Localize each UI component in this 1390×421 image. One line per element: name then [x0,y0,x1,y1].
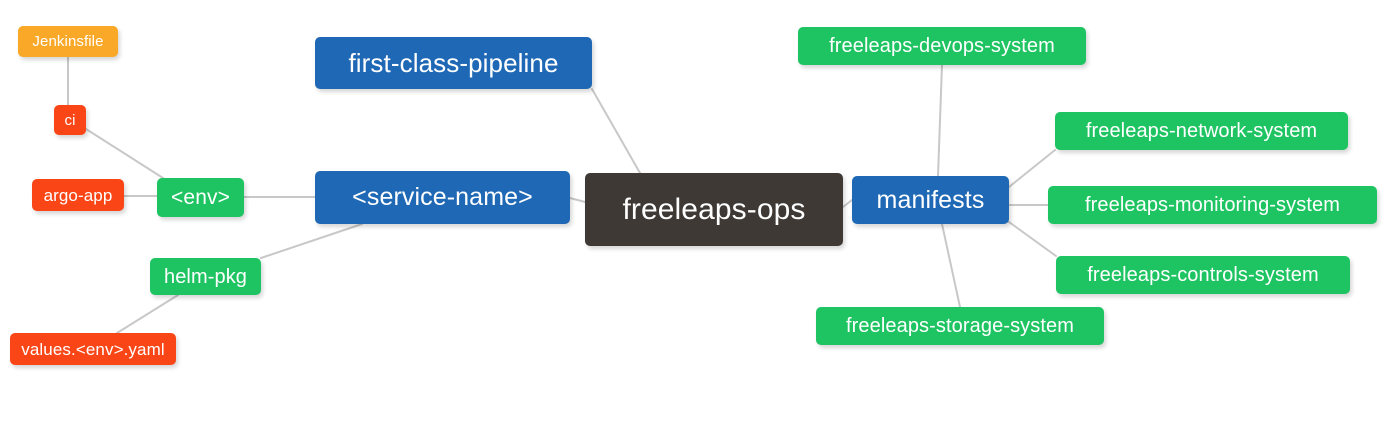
mindmap-node-jenkinsfile[interactable]: Jenkinsfile [18,26,118,57]
node-label-ci: ci [64,111,76,129]
node-label-controls-system: freeleaps-controls-system [1087,264,1319,286]
edge-helm-pkg-to-values-yaml [116,294,179,334]
edge-manifests-to-devops-system [937,64,943,177]
mindmap-node-values-yaml[interactable]: values.<env>.yaml [10,333,176,365]
mindmap-node-controls-system[interactable]: freeleaps-controls-system [1056,256,1350,294]
mindmap-node-manifests[interactable]: manifests [852,176,1009,224]
edge-root-to-pipeline [591,88,641,174]
node-label-pipeline: first-class-pipeline [348,48,559,78]
edge-env-to-ci [85,128,164,179]
mindmap-node-monitoring-system[interactable]: freeleaps-monitoring-system [1048,186,1377,224]
node-label-env: <env> [171,186,230,209]
node-label-network-system: freeleaps-network-system [1085,120,1318,142]
node-label-jenkinsfile: Jenkinsfile [32,33,104,50]
mindmap-node-root[interactable]: freeleaps-ops [585,173,843,246]
node-label-values-yaml: values.<env>.yaml [21,339,165,359]
mindmap-node-pipeline[interactable]: first-class-pipeline [315,37,592,89]
edge-manifests-to-network-system [1008,149,1056,188]
edge-root-to-manifests [842,199,853,208]
node-label-argo-app: argo-app [43,185,113,205]
edge-manifests-to-controls-system [1008,221,1057,257]
edge-service-name-to-helm-pkg [260,223,363,259]
mindmap-node-devops-system[interactable]: freeleaps-devops-system [798,27,1086,65]
node-label-service-name: <service-name> [352,183,533,211]
mindmap-node-argo-app[interactable]: argo-app [32,179,124,211]
edge-manifests-to-storage-system [941,223,961,308]
mindmap-node-helm-pkg[interactable]: helm-pkg [150,258,261,295]
node-label-monitoring-system: freeleaps-monitoring-system [1084,194,1340,216]
node-label-manifests: manifests [876,185,985,214]
edge-root-to-service-name [569,197,586,203]
mindmap-node-service-name[interactable]: <service-name> [315,171,570,224]
node-label-root: freeleaps-ops [622,192,806,226]
mindmap-node-ci[interactable]: ci [54,105,86,135]
mindmap-node-storage-system[interactable]: freeleaps-storage-system [816,307,1104,345]
mindmap-node-network-system[interactable]: freeleaps-network-system [1055,112,1348,150]
node-label-storage-system: freeleaps-storage-system [845,315,1075,337]
mindmap-node-env[interactable]: <env> [157,178,244,217]
node-label-devops-system: freeleaps-devops-system [829,35,1055,57]
node-label-helm-pkg: helm-pkg [163,265,248,288]
